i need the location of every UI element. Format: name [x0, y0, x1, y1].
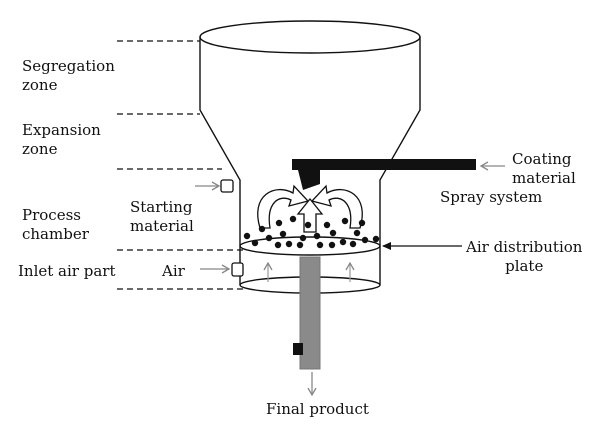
vessel-left-wall — [199, 37, 241, 285]
coating-material-label: Coating material — [512, 150, 576, 187]
spray-system-label: Spray system — [440, 188, 543, 206]
expansion-zone-label: Expansion zone — [22, 121, 101, 158]
spray-arm — [292, 159, 476, 170]
vessel-right-wall — [379, 37, 421, 285]
circulation-arrow-right — [310, 184, 363, 229]
spray-nozzle — [298, 170, 320, 190]
final-product-label: Final product — [266, 400, 369, 418]
particle-bed — [243, 215, 380, 249]
process-chamber-label: Process chamber — [22, 206, 89, 243]
starting-material-label: Starting material — [130, 198, 194, 235]
outlet-valve-icon — [293, 343, 303, 355]
air-distribution-plate — [239, 236, 381, 256]
inlet-air-part-label: Inlet air part — [18, 262, 116, 280]
product-outlet-pipe — [299, 256, 321, 370]
starting-material-port — [220, 179, 234, 193]
segregation-zone-label: Segregation zone — [22, 57, 115, 94]
air-inlet-port — [231, 262, 244, 277]
air-label: Air — [162, 262, 185, 280]
air-distribution-plate-label: Air distribution plate — [466, 238, 583, 275]
central-up-arrow — [296, 197, 324, 233]
circulation-arrow-left — [257, 184, 310, 229]
vessel-top-rim — [199, 20, 421, 54]
